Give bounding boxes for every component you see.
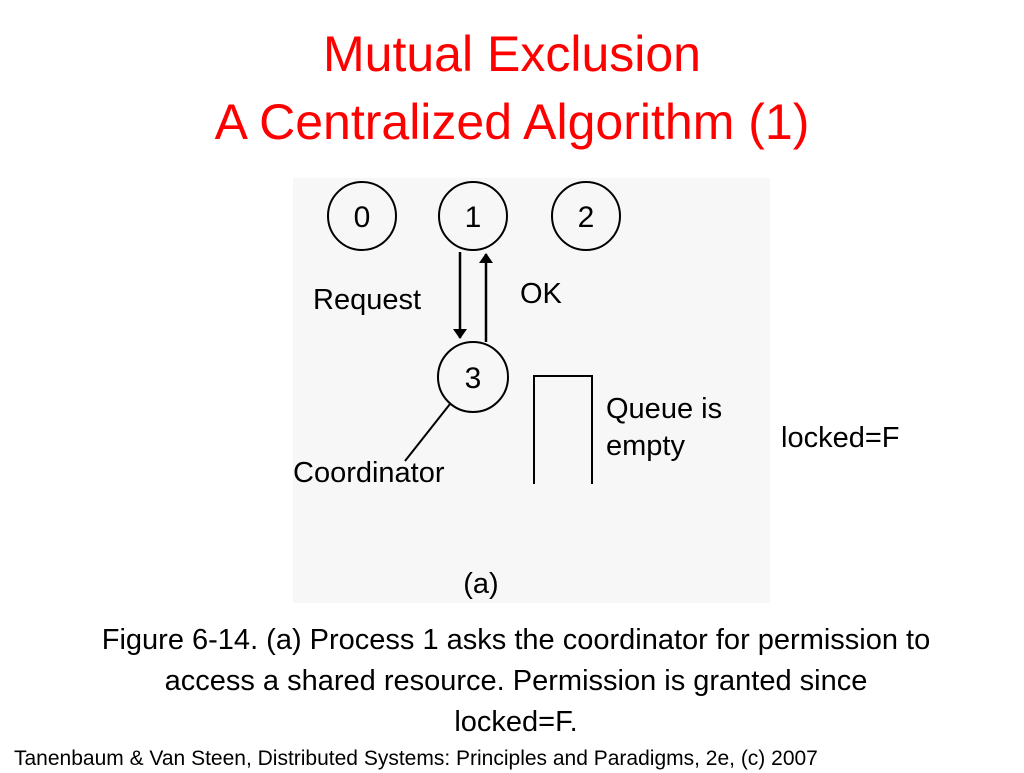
coordinator-node-label: 3	[465, 362, 482, 395]
queue-label-line-1: Queue is	[606, 393, 722, 425]
slide-title-line-2: A Centralized Algorithm (1)	[214, 94, 810, 150]
coordinator-label: Coordinator	[293, 457, 445, 489]
caption-line-3: locked=F.	[454, 706, 578, 738]
figure-caption: Figure 6-14. (a) Process 1 asks the coor…	[30, 620, 1002, 743]
locked-state-annotation: locked=F	[781, 422, 900, 454]
queue-label-line-2: empty	[606, 430, 685, 462]
coordinator-pointer-line	[404, 403, 451, 462]
caption-line-1: Figure 6-14. (a) Process 1 asks the coor…	[101, 624, 931, 656]
process-node-2-label: 2	[578, 201, 595, 234]
process-node-2: 2	[551, 181, 621, 251]
process-node-0-label: 0	[354, 201, 371, 234]
centralized-mutex-diagram: 0 1 2 Request OK 3 Coordinator Queue is …	[293, 181, 722, 600]
process-node-0: 0	[327, 181, 397, 251]
ok-label: OK	[520, 278, 563, 310]
subfigure-label: (a)	[463, 568, 498, 600]
coordinator-node: 3	[437, 341, 509, 413]
request-label: Request	[313, 284, 421, 316]
process-node-1-label: 1	[465, 201, 482, 234]
queue-shape	[533, 375, 593, 484]
process-node-1: 1	[438, 181, 508, 251]
figure-panel: 0 1 2 Request OK 3 Coordinator Queue is …	[293, 178, 770, 603]
caption-line-2: access a shared resource. Permission is …	[164, 665, 868, 697]
source-citation: Tanenbaum & Van Steen, Distributed Syste…	[14, 747, 818, 770]
slide-title-line-1: Mutual Exclusion	[323, 26, 701, 82]
